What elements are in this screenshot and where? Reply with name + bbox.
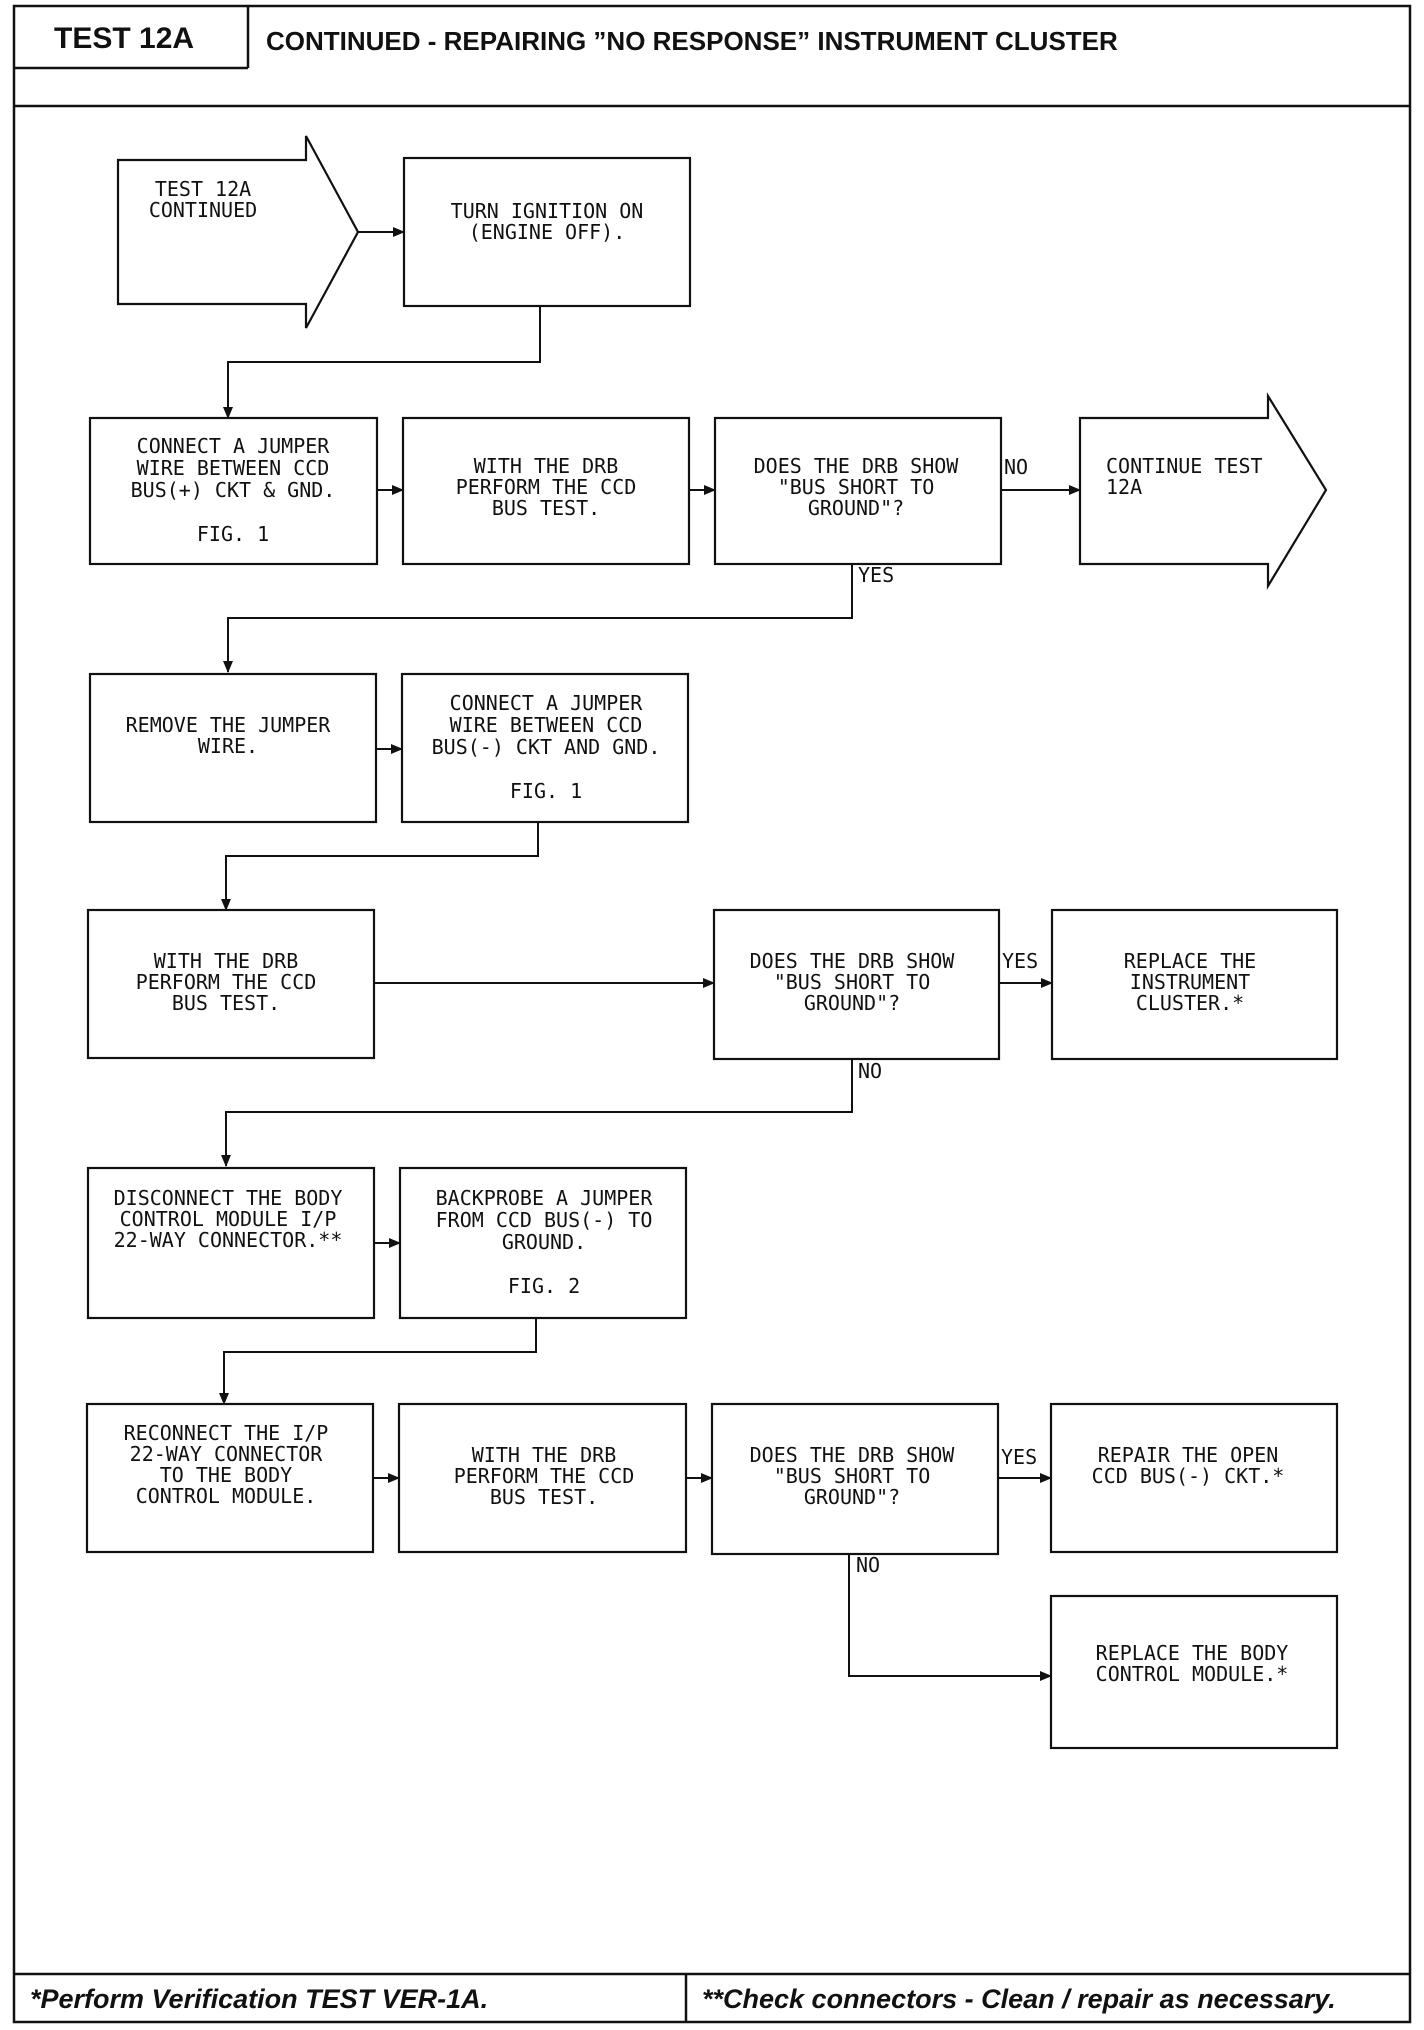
node-text-line: 22-WAY CONNECTOR.** <box>114 1228 343 1252</box>
node-text-line: WIRE. <box>198 734 258 758</box>
node-text-line: FIG. 1 <box>197 522 269 546</box>
node-text-line: WITH THE DRB <box>154 949 299 973</box>
node-text-line: TEST 12A <box>155 177 251 201</box>
node-text-line: REPLACE THE BODY <box>1096 1641 1289 1665</box>
node-text-line: BACKPROBE A JUMPER <box>436 1186 654 1210</box>
arrow-jumper-neg-to-bus-test-2 <box>221 822 539 911</box>
node-text-line: 22-WAY CONNECTOR <box>130 1442 324 1466</box>
node-text-line: GROUND"? <box>808 496 904 520</box>
node-text-line: CONTROL MODULE. <box>136 1484 317 1508</box>
node-text-line: DOES THE DRB SHOW <box>754 454 960 478</box>
node-text-line: TO THE BODY <box>160 1463 292 1487</box>
arrow-ignition-to-jumper-pos <box>223 306 541 419</box>
decision-2-no-label: NO <box>858 1059 882 1083</box>
node-text-line: GROUND. <box>502 1230 586 1254</box>
node-text-line: FIG. 1 <box>510 779 582 803</box>
node-text-line: 12A <box>1106 475 1142 499</box>
node-text-line: GROUND"? <box>804 991 900 1015</box>
node-text-line: CONTROL MODULE I/P <box>120 1207 337 1231</box>
arrow-decision-3-no <box>848 1554 1052 1681</box>
arrow-decision-2-no <box>221 1059 853 1167</box>
arrow-decision-1-yes <box>223 564 853 673</box>
footer-connector-note: **Check connectors - Clean / repair as n… <box>702 1984 1336 2014</box>
node-text-line: DOES THE DRB SHOW <box>750 1443 956 1467</box>
node-text-line: CCD BUS(-) CKT.* <box>1092 1464 1285 1488</box>
node-text-line: DISCONNECT THE BODY <box>114 1186 343 1210</box>
node-text-line: BUS TEST. <box>492 496 600 520</box>
node-text-line: BUS(+) CKT & GND. <box>131 478 336 502</box>
decision-1-no-label: NO <box>1004 455 1028 479</box>
node-text-line: (ENGINE OFF). <box>469 220 626 244</box>
node-text-line: BUS TEST. <box>172 991 280 1015</box>
decision-1-yes-label: YES <box>858 563 894 587</box>
footer-verification-note: *Perform Verification TEST VER-1A. <box>30 1984 488 2014</box>
node-text-line: PERFORM THE CCD <box>136 970 317 994</box>
node-text-line: "BUS SHORT TO <box>778 475 935 499</box>
decision-3-yes-label: YES <box>1001 1445 1037 1469</box>
node-text-line: PERFORM THE CCD <box>454 1464 635 1488</box>
node-text-line: INSTRUMENT <box>1130 970 1250 994</box>
decision-3-no-label: NO <box>856 1553 880 1577</box>
node-text-line: CONTINUE TEST <box>1106 454 1263 478</box>
node-text-line: TURN IGNITION ON <box>451 199 644 223</box>
node-text-line: WIRE BETWEEN CCD <box>450 713 643 737</box>
page-frame <box>12 4 1412 2024</box>
node-text-line: FROM CCD BUS(-) TO <box>436 1208 653 1232</box>
decision-2-yes-label: YES <box>1002 949 1038 973</box>
node-text-line: REPLACE THE <box>1124 949 1256 973</box>
test-id-label: TEST 12A <box>54 22 194 55</box>
node-text-line: "BUS SHORT TO <box>774 1464 931 1488</box>
node-text-line: WIRE BETWEEN CCD <box>137 456 330 480</box>
page-title: CONTINUED - REPAIRING ”NO RESPONSE” INST… <box>266 26 1118 56</box>
node-text-line: WITH THE DRB <box>472 1443 617 1467</box>
node-text-line: BUS(-) CKT AND GND. <box>432 735 661 759</box>
node-text-line: REPAIR THE OPEN <box>1098 1443 1279 1467</box>
node-text-line: CONTROL MODULE.* <box>1096 1662 1289 1686</box>
node-text-line: CONNECT A JUMPER <box>450 691 644 715</box>
node-text-line: CONNECT A JUMPER <box>137 434 331 458</box>
node-text-line: REMOVE THE JUMPER <box>126 713 332 737</box>
node-text-line: FIG. 2 <box>508 1274 580 1298</box>
node-text-line: "BUS SHORT TO <box>774 970 931 994</box>
node-text-line: BUS TEST. <box>490 1485 598 1509</box>
node-text-line: CONTINUED <box>149 198 257 222</box>
node-text-line: PERFORM THE CCD <box>456 475 637 499</box>
node-text-line: WITH THE DRB <box>474 454 619 478</box>
connectors <box>219 227 1081 1681</box>
node-text-line: DOES THE DRB SHOW <box>750 949 956 973</box>
node-ignition-on: TURN IGNITION ON(ENGINE OFF). <box>402 156 692 308</box>
node-text-line: RECONNECT THE I/P <box>124 1421 329 1445</box>
node-text-line: GROUND"? <box>804 1485 900 1509</box>
arrow-backprobe-to-reconnect <box>219 1318 537 1405</box>
node-text-line: CLUSTER.* <box>1136 991 1244 1015</box>
